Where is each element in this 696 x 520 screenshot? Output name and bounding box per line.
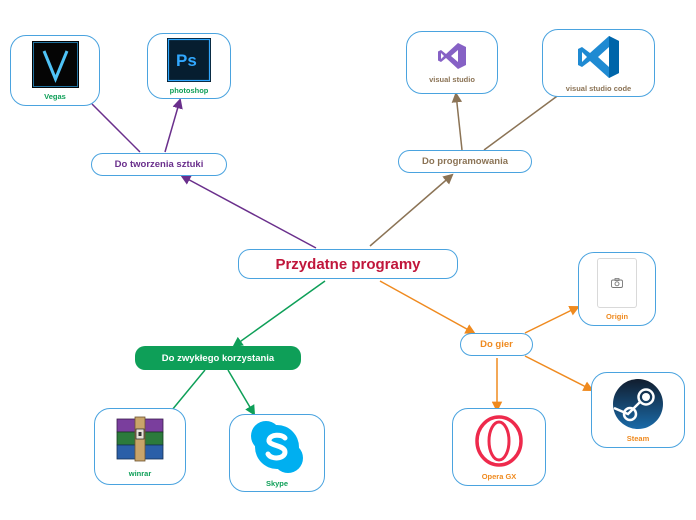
edge-root-to-programming — [369, 173, 454, 247]
branch-games[interactable]: Do gier — [460, 333, 533, 356]
app-card-vegas[interactable]: Vegas — [10, 35, 100, 106]
app-label-steam: Steam — [626, 433, 650, 443]
app-label-winrar: winrar — [128, 469, 152, 478]
app-card-origin[interactable]: Origin — [578, 252, 656, 326]
edge-programming-to-visual-studio — [451, 91, 463, 151]
app-card-skype[interactable]: Skype — [229, 414, 325, 492]
app-card-opera-gx[interactable]: Opera GX — [452, 408, 546, 486]
edge-root-to-games — [379, 280, 476, 335]
branch-programming[interactable]: Do programowania — [398, 150, 532, 173]
svg-text:Ps: Ps — [176, 51, 197, 70]
vegas-logo-icon — [31, 40, 79, 88]
app-label-origin: Origin — [605, 311, 629, 321]
app-label-skype: Skype — [265, 478, 289, 488]
steam-logo-icon — [613, 378, 663, 429]
edge-games-to-origin — [524, 305, 580, 334]
vscode-logo-icon — [577, 35, 619, 78]
branch-art-label: Do tworzenia sztuki — [114, 159, 204, 170]
app-label-photoshop: photoshop — [169, 85, 209, 95]
edge-everyday-to-winrar — [171, 369, 206, 411]
app-card-vscode[interactable]: visual studio code — [542, 29, 655, 97]
opera-gx-logo-icon — [475, 414, 523, 467]
app-card-winrar[interactable]: winrar — [94, 408, 186, 485]
edge-art-to-vegas — [91, 103, 141, 153]
visual-studio-logo-icon — [438, 43, 466, 69]
edge-root-to-everyday — [232, 280, 326, 348]
app-card-visual-studio[interactable]: visual studio — [406, 31, 498, 94]
app-card-steam[interactable]: Steam — [591, 372, 685, 448]
root-topic-label: Przydatne programy — [275, 255, 421, 273]
app-label-vegas: Vegas — [44, 91, 66, 101]
photoshop-logo-icon: Ps — [167, 37, 211, 82]
skype-logo-icon — [251, 420, 303, 473]
branch-programming-label: Do programowania — [421, 156, 509, 167]
branch-everyday-label: Do zwykłego korzystania — [161, 352, 275, 364]
edge-root-to-art — [180, 175, 317, 249]
image-placeholder-icon — [597, 257, 637, 308]
app-label-opera-gx: Opera GX — [481, 471, 517, 481]
edge-games-to-steam — [524, 355, 594, 391]
edge-everyday-to-skype — [227, 369, 256, 416]
branch-games-label: Do gier — [480, 339, 513, 350]
app-label-vscode: visual studio code — [565, 83, 632, 93]
winrar-logo-icon — [116, 416, 164, 462]
app-label-visual-studio: visual studio — [429, 75, 475, 84]
edge-art-to-photoshop — [164, 97, 183, 153]
branch-everyday[interactable]: Do zwykłego korzystania — [135, 346, 301, 370]
root-topic[interactable]: Przydatne programy — [238, 249, 458, 279]
edge-programming-to-vscode — [483, 93, 561, 151]
branch-art[interactable]: Do tworzenia sztuki — [91, 153, 227, 176]
app-card-photoshop[interactable]: Ps photoshop — [147, 33, 231, 99]
